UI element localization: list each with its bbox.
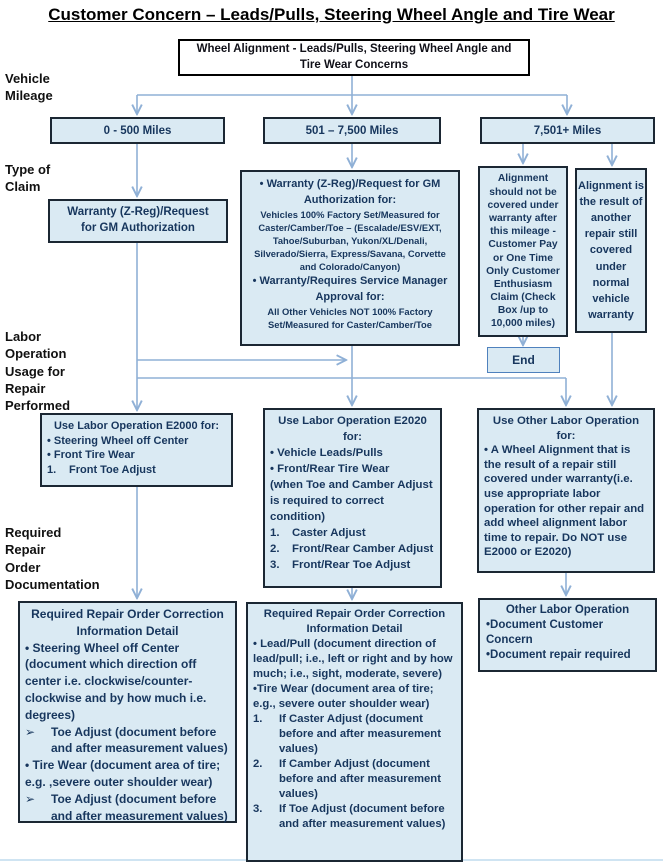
list-text: If Caster Adjust (document before and af…: [279, 713, 441, 756]
list-number: 1.: [47, 463, 57, 476]
node-labor-e2020: Use Labor Operation E2020 for: • Vehicle…: [263, 408, 442, 588]
doc-left-para-2: • Tire Wear (document area of tire; e.g.…: [25, 758, 221, 789]
labor-e2020-item-1: 1. Caster Adjust: [270, 526, 435, 542]
labor-e2020-bullet-2: • Front/Rear Tire Wear: [270, 462, 390, 475]
labor-e2000-title: Use Labor Operation E2000 for:: [53, 420, 220, 432]
list-number: 3.: [253, 803, 263, 816]
doc-mid-title: Required Repair Order Correction Informa…: [263, 608, 446, 636]
doc-mid-item-3: 3. If Toe Adjust (document before and af…: [253, 802, 456, 832]
labor-e2000-bullet-2: • Front Tire Wear: [47, 449, 135, 462]
list-text: Front Toe Adjust: [69, 463, 156, 476]
label-type-of-claim: Type of Claim: [5, 162, 51, 195]
list-text: Front/Rear Toe Adjust: [292, 558, 411, 571]
arrow-bullet: ➢: [25, 724, 36, 739]
labor-e2020-item-3: 3. Front/Rear Toe Adjust: [270, 558, 435, 574]
doc-mid-item-1: 1. If Caster Adjust (document before and…: [253, 712, 456, 757]
labor-e2020-bullet-1: • Vehicle Leads/Pulls: [270, 446, 383, 459]
node-doc-other-labor: Other Labor Operation •Document Customer…: [478, 598, 657, 672]
doc-mid-para-1: • Lead/Pull (document direction of lead/…: [253, 638, 453, 681]
arrow-bullet: ➢: [25, 791, 36, 806]
node-labor-other: Use Other Labor Operation for: • A Wheel…: [477, 408, 655, 573]
node-doc-detail-e2000: Required Repair Order Correction Informa…: [18, 601, 237, 823]
doc-left-arrow-item-1: ➢ Toe Adjust (document before and after …: [25, 724, 230, 758]
list-text: If Toe Adjust (document before and after…: [279, 803, 446, 831]
labor-e2020-item-2: 2. Front/Rear Camber Adjust: [270, 542, 435, 558]
node-mileage-501-7500: 501 – 7,500 Miles: [263, 117, 441, 144]
list-number: 2.: [253, 758, 263, 771]
label-labor-operation-usage: Labor Operation Usage for Repair Perform…: [5, 329, 71, 414]
doc-mid-item-2: 2. If Camber Adjust (document before and…: [253, 757, 456, 802]
doc-left-para-1: • Steering Wheel off Center (document wh…: [25, 640, 207, 722]
node-doc-detail-e2020: Required Repair Order Correction Informa…: [246, 602, 463, 862]
list-text: Toe Adjust (document before and after me…: [51, 724, 228, 756]
list-number: 1.: [253, 713, 263, 726]
list-text: If Camber Adjust (document before and af…: [279, 758, 441, 801]
list-text: Toe Adjust (document before and after me…: [51, 791, 228, 823]
labor-other-body: • A Wheel Alignment that is the result o…: [484, 444, 645, 559]
list-text: Front/Rear Camber Adjust: [292, 542, 434, 555]
node-end: End: [487, 347, 560, 373]
doc-mid-para-2: •Tire Wear (document area of tire; e.g.,…: [253, 683, 434, 711]
labor-e2000-bullet-1: • Steering Wheel off Center: [47, 434, 189, 447]
bullet-warranty-service-manager: • Warranty/Requires Service Manager Appr…: [252, 274, 448, 303]
labor-e2020-title: Use Labor Operation E2020 for:: [278, 415, 427, 443]
bullet-warranty-zreg: • Warranty (Z-Reg)/Request for GM Author…: [259, 178, 441, 206]
labor-e2020-note: (when Toe and Camber Adjust is required …: [270, 478, 433, 523]
page-title: Customer Concern – Leads/Pulls, Steering…: [48, 5, 615, 24]
doc-right-line-1: •Document Customer Concern: [486, 618, 604, 646]
text-vehicles-factory-set: Vehicles 100% Factory Set/Measured for C…: [254, 208, 446, 272]
node-mileage-7501-plus: 7,501+ Miles: [480, 117, 655, 144]
list-number: 2.: [270, 542, 280, 555]
node-not-covered-customer-pay: Alignment should not be covered under wa…: [478, 166, 568, 337]
node-start-wheel-alignment: Wheel Alignment - Leads/Pulls, Steering …: [178, 39, 530, 76]
label-required-repair-order-documentation: Required Repair Order Documentation: [5, 525, 100, 592]
doc-right-title: Other Labor Operation: [505, 604, 630, 616]
doc-left-title: Required Repair Order Correction Informa…: [31, 607, 224, 638]
node-labor-e2000: Use Labor Operation E2000 for: • Steerin…: [40, 413, 233, 487]
text-all-other-vehicles: All Other Vehicles NOT 100% Factory Set/…: [267, 305, 433, 330]
label-vehicle-mileage: Vehicle Mileage: [5, 71, 53, 104]
node-warranty-zreg-request: Warranty (Z-Reg)/Request for GM Authoriz…: [48, 199, 228, 243]
node-mileage-0-500: 0 - 500 Miles: [50, 117, 225, 144]
doc-left-arrow-item-2: ➢ Toe Adjust (document before and after …: [25, 791, 230, 825]
labor-e2000-item-1: 1. Front Toe Adjust: [47, 463, 226, 478]
list-number: 3.: [270, 558, 280, 571]
node-result-of-another-repair: Alignment is the result of another repai…: [575, 168, 647, 333]
node-warranty-authorization-detail: • Warranty (Z-Reg)/Request for GM Author…: [240, 170, 460, 346]
labor-other-title: Use Other Labor Operation for:: [492, 415, 640, 442]
doc-right-line-2: •Document repair required: [486, 648, 631, 661]
list-number: 1.: [270, 526, 280, 539]
list-text: Caster Adjust: [292, 526, 366, 539]
